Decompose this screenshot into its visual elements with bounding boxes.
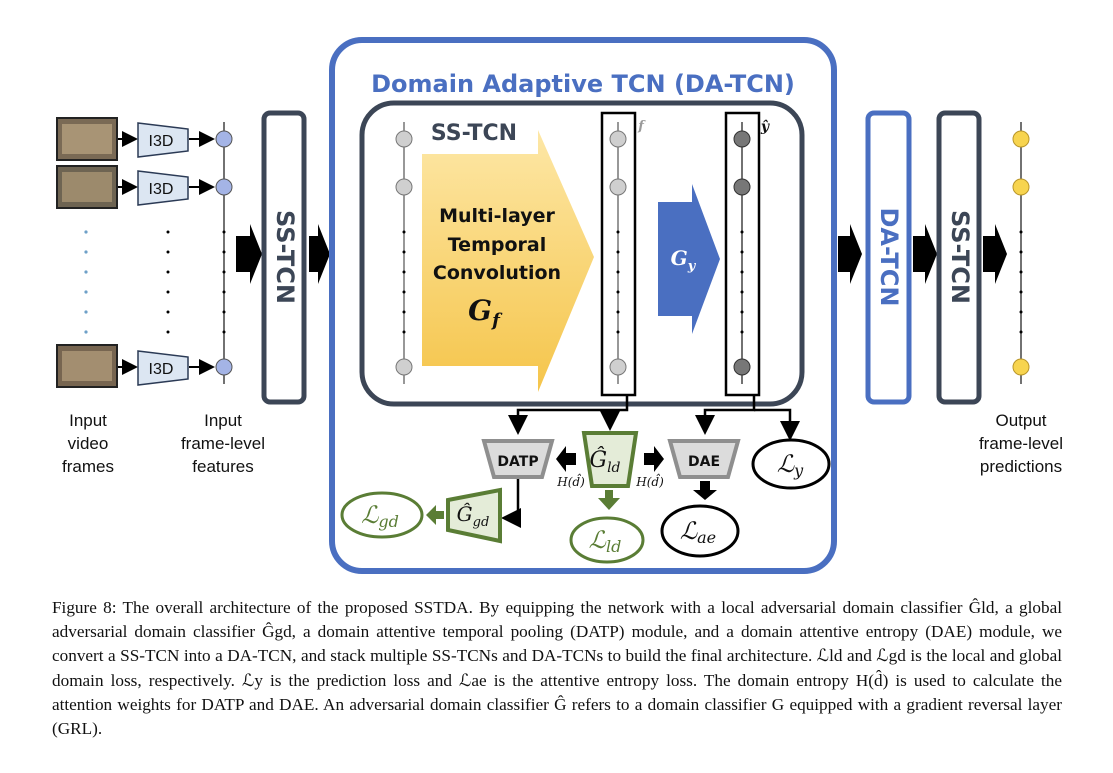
local-domain-classifier[interactable] xyxy=(581,431,639,488)
inner-input-column xyxy=(395,122,413,384)
loss-lld-label: ℒld xyxy=(589,526,622,556)
flow-arrow-4 xyxy=(913,224,937,284)
flow-arrow-5 xyxy=(983,224,1007,284)
i3d-label-1: I3D xyxy=(149,133,174,150)
entropy-left-label: H(d̂) xyxy=(556,472,585,489)
temporal-conv-line1: Multi-layer xyxy=(439,205,555,227)
ss-tcn-label-right: SS-TCN xyxy=(946,210,974,304)
ggd-symbol: Ĝgd xyxy=(457,501,490,530)
datp-module[interactable] xyxy=(481,439,555,479)
loss-ly-label: ℒy xyxy=(777,450,804,480)
entropy-right-label: H(d̂) xyxy=(635,472,664,489)
global-domain-classifier[interactable] xyxy=(446,487,502,544)
i3d-block-3 xyxy=(137,350,189,386)
i3d-label-3: I3D xyxy=(149,361,174,378)
inner-ss-tcn-title: SS-TCN xyxy=(431,121,517,146)
loss-ly xyxy=(751,438,831,490)
dae-label: DAE xyxy=(688,454,720,470)
output-predictions-label: Output frame-level predictions xyxy=(978,411,1064,476)
flow-arrow-1 xyxy=(236,224,262,284)
arrow-to-dae xyxy=(644,446,664,472)
i3d-block-2 xyxy=(137,170,189,206)
da-tcn-block-right xyxy=(865,110,912,405)
i3d-block-1 xyxy=(137,122,189,158)
flow-arrow-2 xyxy=(309,224,330,284)
i3d-label-2: I3D xyxy=(149,181,174,198)
video-frames xyxy=(56,117,118,388)
arrow-to-lld xyxy=(598,490,620,510)
ss-tcn-block-right xyxy=(936,110,982,405)
ss-tcn-block-left xyxy=(261,110,307,405)
arrow-to-lae xyxy=(693,481,717,500)
loss-lgd-label: ℒgd xyxy=(361,501,399,531)
dae-module[interactable] xyxy=(667,439,741,479)
gy-classifier-arrow xyxy=(658,184,720,334)
figure-caption: Figure 8: The overall architecture of th… xyxy=(52,596,1062,741)
arrow-to-datp xyxy=(556,446,576,472)
input-features-label: Input frame-level features xyxy=(180,411,266,476)
loss-lgd xyxy=(340,491,424,539)
prediction-column-nodes xyxy=(733,122,751,384)
output-prediction-column xyxy=(1012,122,1030,384)
gf-symbol: Gf xyxy=(468,294,503,331)
gy-symbol: Gy xyxy=(671,246,697,274)
input-video-frames-label: Input video frames xyxy=(62,411,114,476)
loss-lae xyxy=(660,504,740,558)
temporal-conv-line2: Temporal xyxy=(448,234,546,256)
feature-column-nodes xyxy=(609,122,627,384)
caption-text: Figure 8: The overall architecture of th… xyxy=(52,598,1062,739)
loss-lae-label: ℒae xyxy=(680,517,716,547)
prediction-column-label: ŷ xyxy=(760,118,770,135)
temporal-convolution-arrow xyxy=(422,130,594,392)
arrow-to-lgd xyxy=(426,505,444,525)
da-tcn-title: Domain Adaptive TCN (DA-TCN) xyxy=(371,70,795,98)
datp-label: DATP xyxy=(497,454,538,470)
ss-tcn-label-left: SS-TCN xyxy=(271,210,299,304)
loss-lld xyxy=(569,516,645,564)
gld-symbol: Ĝld xyxy=(589,446,620,476)
i3d-encoders xyxy=(137,122,189,386)
flow-arrow-3 xyxy=(838,224,862,284)
architecture-diagram: I3D I3D I3D SS-TCN Domain Adaptive TCN (… xyxy=(56,37,1030,574)
feature-column-label: f xyxy=(637,119,646,134)
temporal-conv-line3: Convolution xyxy=(433,262,561,284)
da-tcn-label-right: DA-TCN xyxy=(875,208,903,307)
input-feature-column xyxy=(215,122,233,384)
